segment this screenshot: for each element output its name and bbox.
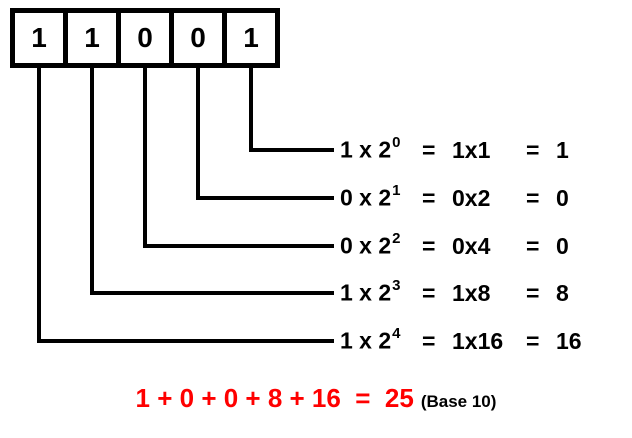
equation-result: 8 <box>556 279 569 306</box>
equation-term: 0 x 2 <box>340 232 392 259</box>
equals-sign: = <box>526 136 540 163</box>
equation-result: 1 <box>556 136 569 163</box>
equals-sign: = <box>526 279 540 306</box>
equals-sign: = <box>526 232 540 259</box>
equation-lhs: 0 x 22 <box>340 230 422 260</box>
equation-result: 16 <box>556 327 582 354</box>
equation-exponent: 4 <box>392 325 401 343</box>
sum-row: 1 + 0 + 0 + 8 + 16 = 25 (Base 10) <box>0 383 632 414</box>
binary-digit-box: 0 <box>169 8 227 68</box>
equals-sign: = <box>422 136 436 163</box>
binary-digit-box: 1 <box>10 8 68 68</box>
equation-term: 0 x 2 <box>340 184 392 211</box>
equation-result: 0 <box>556 232 569 259</box>
equation-term: 1 x 2 <box>340 279 392 306</box>
equals-sign: = <box>422 327 436 354</box>
equation-expansion: 0x2 <box>452 184 491 211</box>
binary-digit: 1 <box>243 22 259 53</box>
equation-row: 0 x 21 = 0x2 = 0 <box>340 181 569 215</box>
equals-sign: = <box>422 279 436 306</box>
equation-term: 1 x 2 <box>340 327 392 354</box>
equation-exponent: 2 <box>392 230 401 248</box>
equation-exponent: 3 <box>392 277 401 295</box>
equation-lhs: 1 x 24 <box>340 325 422 355</box>
equation-term: 1 x 2 <box>340 136 392 163</box>
equation-result: 0 <box>556 184 569 211</box>
equals-sign: = <box>422 232 436 259</box>
equation-row: 0 x 22 = 0x4 = 0 <box>340 229 569 263</box>
connector-line-vertical <box>249 66 253 152</box>
connector-line-horizontal <box>196 196 334 200</box>
binary-digit-box: 1 <box>63 8 121 68</box>
equals-sign: = <box>526 327 540 354</box>
equation-expansion: 1x1 <box>452 136 491 163</box>
equation-lhs: 1 x 20 <box>340 134 422 164</box>
equation-exponent: 1 <box>392 182 401 200</box>
binary-digit-box: 1 <box>222 8 280 68</box>
binary-digit: 1 <box>31 22 47 53</box>
connector-line-vertical <box>37 66 41 343</box>
connector-line-vertical <box>196 66 200 200</box>
equation-exponent: 0 <box>392 134 401 152</box>
equation-expansion: 1x8 <box>452 279 491 306</box>
connector-line-vertical <box>143 66 147 248</box>
sum-expression: 1 + 0 + 0 + 8 + 16 = 25 <box>135 383 414 413</box>
equation-row: 1 x 23 = 1x8 = 8 <box>340 276 569 310</box>
equation-lhs: 0 x 21 <box>340 182 422 212</box>
binary-digit: 0 <box>190 22 206 53</box>
equation-lhs: 1 x 23 <box>340 277 422 307</box>
binary-digit-box: 0 <box>116 8 174 68</box>
connector-line-horizontal <box>143 244 334 248</box>
binary-digit: 1 <box>84 22 100 53</box>
binary-digit: 0 <box>137 22 153 53</box>
equals-sign: = <box>526 184 540 211</box>
base-10-label: (Base 10) <box>420 392 497 411</box>
connector-line-horizontal <box>249 148 334 152</box>
connector-line-horizontal <box>90 291 334 295</box>
binary-digit-row: 1 1 0 0 1 <box>10 8 280 68</box>
equation-expansion: 1x16 <box>452 327 504 354</box>
connector-line-vertical <box>90 66 94 295</box>
equation-row: 1 x 24 = 1x16 = 16 <box>340 324 582 358</box>
equation-expansion: 0x4 <box>452 232 491 259</box>
equals-sign: = <box>422 184 436 211</box>
connector-line-horizontal <box>37 339 334 343</box>
equation-row: 1 x 20 = 1x1 = 1 <box>340 133 569 167</box>
